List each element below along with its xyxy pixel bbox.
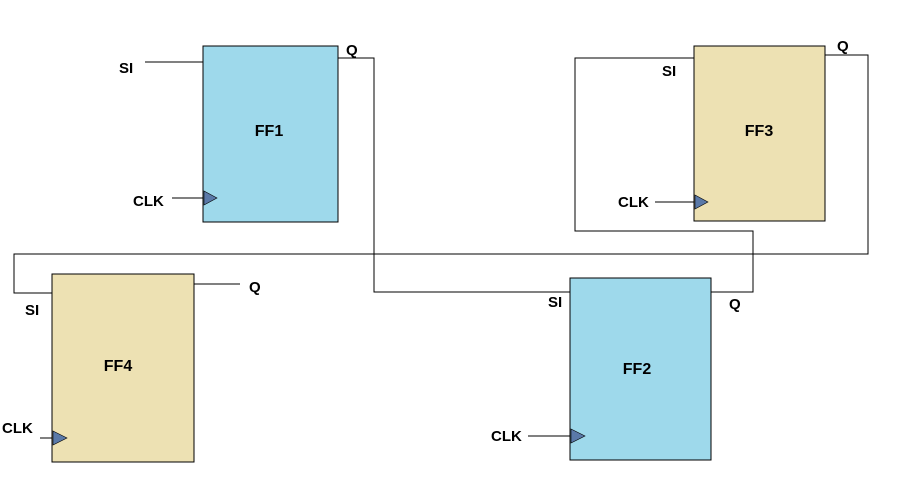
ff1-q-label: Q: [346, 42, 358, 59]
ff1-body: [202, 45, 339, 223]
ff3-clock-marker-icon: [694, 194, 709, 210]
ff4-clock-marker-icon: [52, 430, 68, 446]
ff4-q-label: Q: [249, 279, 261, 296]
ff1-clk-label: CLK: [133, 193, 164, 210]
ff4-clk-label: CLK: [2, 420, 33, 437]
ff2-si-label: SI: [548, 294, 562, 311]
wire-ff2q-to-ff3si: [574, 57, 754, 293]
ff2-label: FF2: [623, 361, 652, 378]
flipflop-ff4: FF4 SI Q CLK: [2, 273, 261, 463]
ff4-si-label: SI: [25, 302, 39, 319]
ff2-q-label: Q: [729, 296, 741, 313]
ff3-q-label: Q: [837, 38, 849, 55]
ff2-clock-marker-icon: [570, 428, 586, 444]
flipflop-ff2: FF2 SI Q CLK: [491, 277, 741, 461]
ff4-label: FF4: [104, 358, 133, 375]
wire-ff3q-to-ff4si: [13, 54, 869, 294]
ff3-body: [693, 45, 826, 222]
wires: [13, 54, 869, 439]
ff2-body: [569, 277, 712, 461]
ff3-label: FF3: [745, 123, 774, 140]
ff3-si-label: SI: [662, 63, 676, 80]
ff1-clock-marker-icon: [203, 190, 218, 206]
ff1-si-label: SI: [119, 60, 133, 77]
flipflop-ff3: FF3 SI Q CLK: [618, 38, 849, 222]
ff2-clk-label: CLK: [491, 428, 522, 445]
flipflop-ff1: FF1 SI Q CLK: [119, 42, 358, 223]
ff4-body: [51, 273, 195, 463]
ff1-label: FF1: [255, 123, 284, 140]
ff3-clk-label: CLK: [618, 194, 649, 211]
wire-ff1q-to-ff2si: [338, 57, 570, 293]
